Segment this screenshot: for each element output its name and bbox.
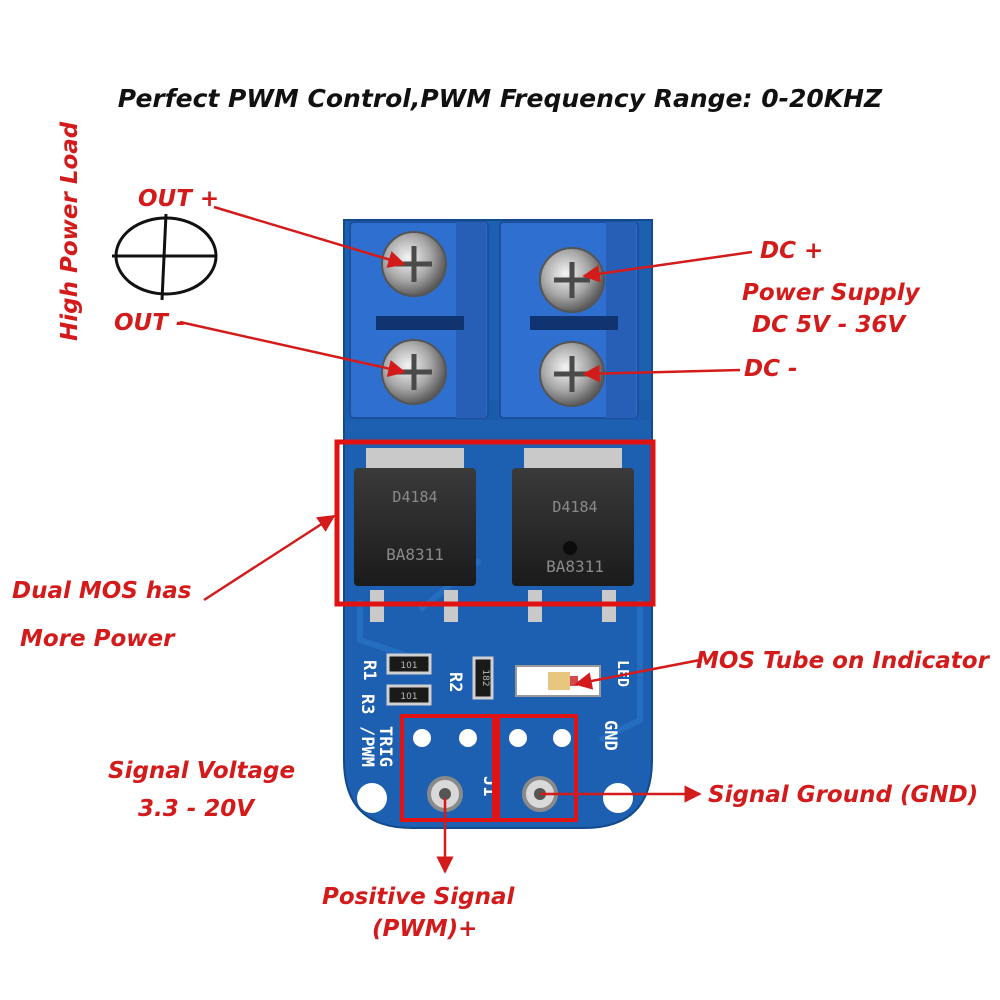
resistor-r1-code: 101 [400,661,417,671]
resistors: 101 101 182 [386,653,494,706]
signal-voltage-label-line1: Signal Voltage [108,758,296,784]
page-title: Perfect PWM Control,PWM Frequency Range:… [117,84,883,113]
screw-terminals [381,231,605,407]
power-supply-label: Power Supply [742,280,920,306]
dc-minus-label: DC - [744,356,798,382]
silk-r2: R2 [445,672,465,692]
header-pins [413,729,571,747]
screw-dc-minus [539,341,605,407]
mos-indicator-label: MOS Tube on Indicator [696,648,989,674]
mos-highlight-box [334,439,656,607]
silk-led: LED [614,660,632,687]
out-plus-label: OUT + [138,186,220,212]
dual-mos-label-line1: Dual MOS has [12,578,192,604]
chip-marking-bottom: BA8311 [546,557,604,576]
signal-box-right [496,714,578,822]
screw-out-minus [381,339,447,405]
chip-marking-top: D4184 [392,488,437,506]
mosfet-left: D4184 BA8311 [354,448,476,622]
screw-out-plus [381,231,447,297]
annotation-arrows [179,205,753,874]
positive-signal-label-line1: Positive Signal [322,884,515,910]
silk-gnd: GND [600,720,620,751]
silk-pwm: /PWM [357,726,377,767]
chip-marking-top: D4184 [552,498,597,516]
silk-trig: TRIG [375,726,395,767]
chip-marking-bottom: BA8311 [386,545,444,564]
out-minus-label: OUT - [114,310,186,336]
resistor-r3-code: 101 [400,692,417,702]
resistor-r2-code: 182 [480,669,490,686]
positive-signal-label-line2: (PWM)+ [372,916,478,942]
load-symbol [112,213,218,301]
mount-hole-left [357,783,387,813]
high-power-load-label: High Power Load [57,121,83,341]
silk-r3: R3 [357,694,377,714]
power-supply-range-label: DC 5V - 36V [752,312,906,338]
dc-plus-label: DC + [760,238,824,264]
dual-mos-label-line2: More Power [20,626,175,652]
signal-box-left [400,714,496,822]
mount-hole-right [603,783,633,813]
signal-voltage-label-line2: 3.3 - 20V [138,796,255,822]
screw-dc-plus [539,247,605,313]
signal-ground-label: Signal Ground (GND) [708,782,979,808]
mosfet-right: D4184 BA8311 [512,448,634,622]
silk-r1: R1 [359,660,379,680]
